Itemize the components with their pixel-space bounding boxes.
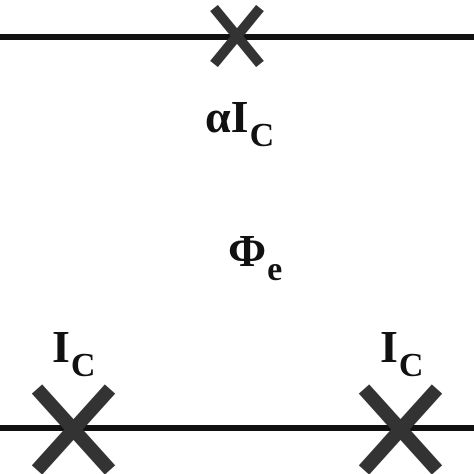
right-junction-cross	[358, 384, 443, 474]
top-junction-cross	[210, 4, 264, 68]
left-label-main: I	[52, 321, 70, 372]
top-junction-critical-current-label: αIC	[205, 91, 274, 153]
flux-label-subscript: e	[267, 251, 283, 288]
left-junction-critical-current-label: IC	[52, 321, 95, 383]
top-label-main: αI	[205, 91, 249, 142]
external-flux-label: Φe	[228, 225, 282, 287]
right-junction-critical-current-label: IC	[380, 321, 423, 383]
top-label-subscript: C	[249, 117, 275, 154]
flux-label-main: Φ	[228, 225, 267, 276]
right-label-subscript: C	[398, 347, 424, 384]
left-junction-cross	[31, 384, 116, 474]
right-label-main: I	[380, 321, 398, 372]
left-label-subscript: C	[70, 347, 96, 384]
